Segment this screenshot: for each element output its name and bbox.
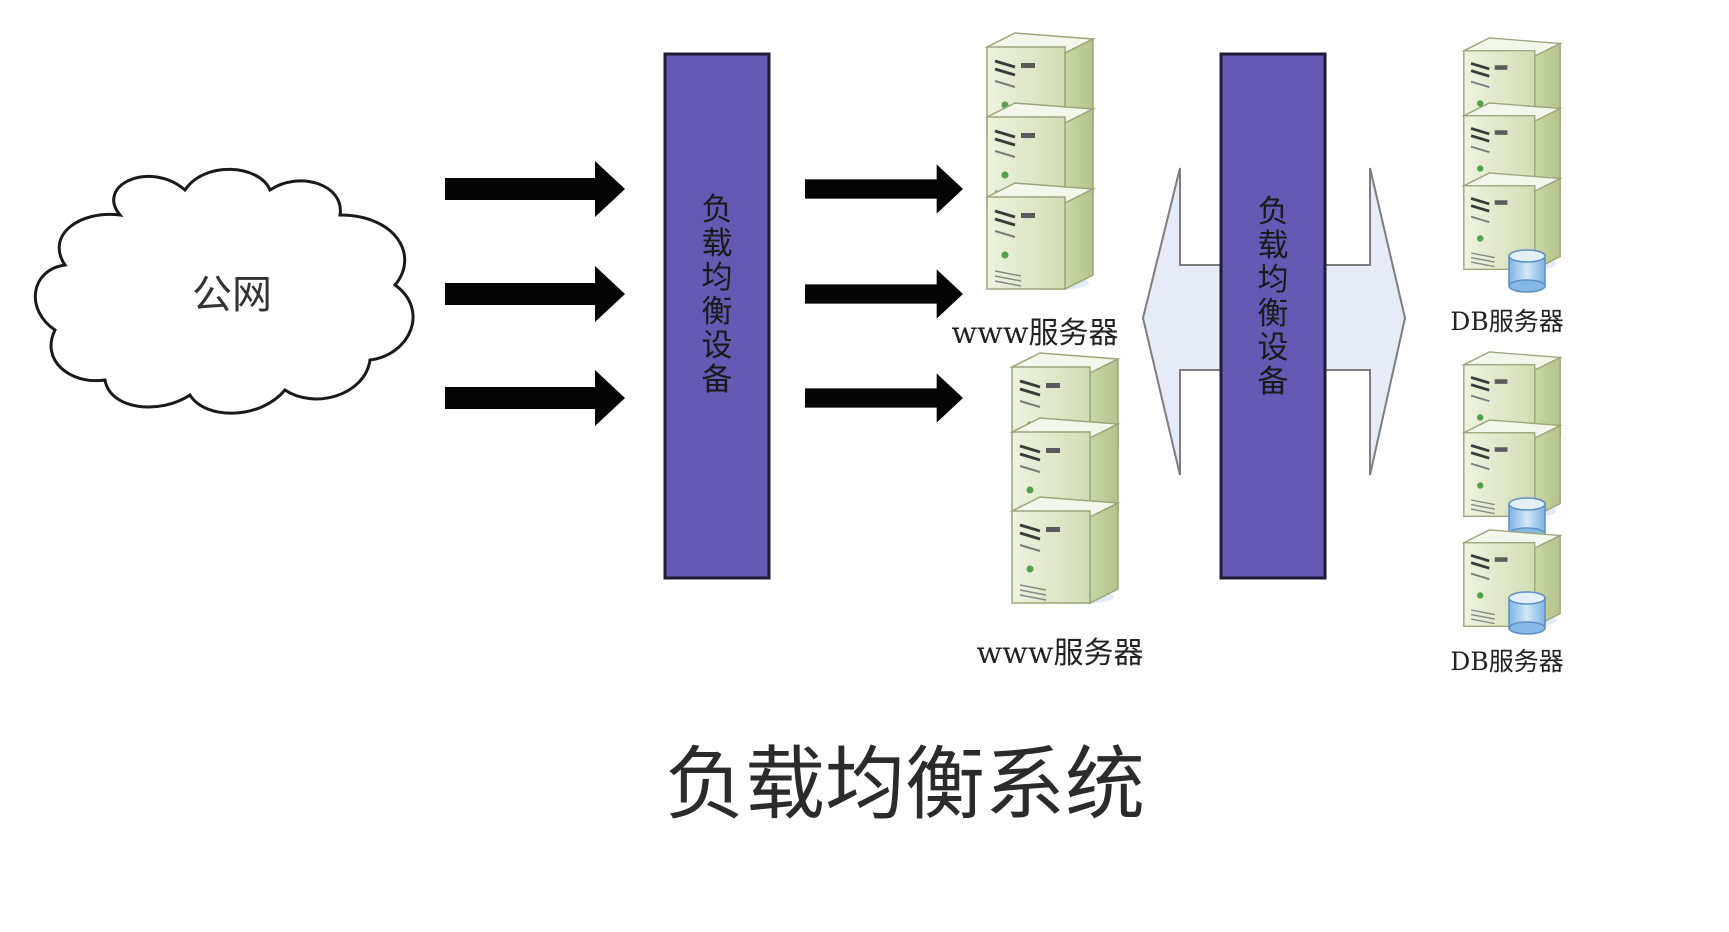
load-balancer-1: [663, 52, 771, 580]
cloud-icon: [33, 167, 415, 415]
db-server-group-2: [1462, 350, 1562, 635]
www-server-label-2: www服务器: [976, 636, 1143, 671]
www-server-label-1: www服务器: [951, 316, 1118, 351]
www-server-group-1: [985, 31, 1095, 292]
load-balancer-2-label: 负 载 均 衡 设 备: [1258, 194, 1289, 400]
arrows-balancer-to-www: [805, 164, 963, 423]
arrow-right-icon: [445, 161, 625, 217]
arrow-right-icon: [805, 373, 963, 423]
arrow-right-icon: [445, 266, 625, 322]
server-icon: [1010, 495, 1120, 606]
arrows-internet-to-balancer: [445, 161, 625, 426]
lb2-char: 备: [1258, 364, 1289, 400]
lb2-char: 设: [1258, 330, 1289, 366]
lb1-char: 衡: [702, 294, 733, 330]
www-server-group-2: [1010, 351, 1120, 606]
internet-label: 公网: [192, 272, 272, 318]
load-balancer-2: [1219, 52, 1327, 580]
lb1-char: 均: [702, 260, 733, 296]
db-server-label-2: DB服务器: [1450, 647, 1563, 676]
lb1-char: 备: [702, 362, 733, 398]
page-title: 负载均衡系统: [665, 738, 1145, 831]
lb1-char: 载: [702, 226, 733, 262]
arrow-right-icon: [445, 370, 625, 426]
server-icon: [985, 181, 1095, 292]
database-icon: [1508, 591, 1546, 635]
arrow-right-icon: [805, 269, 963, 319]
lb1-char: 设: [702, 328, 733, 364]
lb2-char: 载: [1258, 228, 1289, 264]
arrow-right-icon: [805, 164, 963, 214]
load-balancer-1-label: 负 载 均 衡 设 备: [702, 192, 733, 398]
lb2-char: 均: [1258, 262, 1289, 298]
database-icon: [1508, 249, 1546, 293]
db-server-label-1: DB服务器: [1450, 307, 1563, 336]
lb2-char: 衡: [1258, 296, 1289, 332]
db-server-group-1: [1462, 36, 1562, 293]
lb1-char: 负: [702, 192, 733, 228]
lb2-char: 负: [1258, 194, 1289, 230]
